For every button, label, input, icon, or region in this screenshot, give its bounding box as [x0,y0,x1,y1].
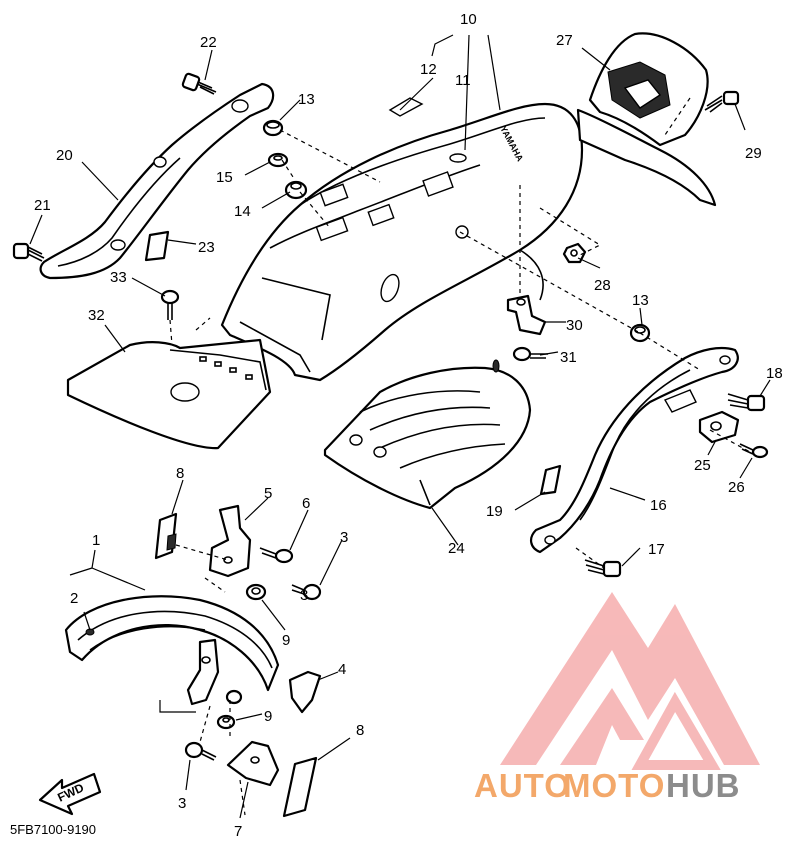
bolt-22 [181,72,217,95]
collar-15 [267,152,289,168]
callout-9-upper: 9 [282,632,290,649]
callout-33: 33 [110,269,127,286]
part-code: 5FB7100-9190 [10,822,96,837]
callout-15: 15 [216,169,233,186]
strip-19 [539,464,562,496]
screw-26 [739,443,769,459]
callout-4: 4 [338,661,346,678]
callout-25: 25 [694,457,711,474]
grab-bar-right [530,346,739,554]
bracket-30 [506,294,547,336]
reflector-8-bottom [282,756,318,818]
watermark-text: AUTO MOTO HUB [474,767,741,804]
fwd-arrow-icon: FWD [38,772,102,816]
bolt-6 [259,547,294,564]
callout-17: 17 [648,541,665,558]
callout-2: 2 [70,590,78,607]
callout-14: 14 [234,203,251,220]
callout-7: 7 [234,823,242,840]
watermark-text-hub: HUB [666,767,741,804]
bolt-33 [160,289,180,320]
callout-9-lower: 9 [264,708,272,725]
callout-6: 6 [302,495,310,512]
callout-1: 1 [92,532,100,549]
callout-19: 19 [486,503,503,520]
callout-11: 11 [455,72,471,89]
bolt-17 [584,559,622,578]
rear-fender-main: YAMAHA [220,102,584,382]
mud-flap-32 [66,338,272,450]
bolt-29 [704,90,740,113]
grommet-14 [284,180,308,200]
alignment-lines [169,97,751,816]
bolt-21 [12,242,45,262]
callout-3: 3 [340,529,348,546]
grab-bar-left [39,82,275,280]
callout-13-top: 13 [298,91,315,108]
watermark-text-moto: MOTO [563,767,665,804]
callout-29: 29 [745,145,762,162]
watermark-text-auto: AUTO [474,767,571,804]
callout-28: 28 [594,277,611,294]
callout-32: 32 [88,307,105,324]
nut-28 [562,242,587,264]
grommet-13-top [262,119,284,137]
leader-lines [29,34,771,819]
callout-18: 18 [766,365,783,382]
callout-8-bottom: 8 [356,722,364,739]
tail-light-27 [576,32,717,207]
strip-23 [144,230,170,262]
callout-12: 12 [420,61,437,78]
callout-24: 24 [448,540,465,557]
callout-5: 5 [264,485,272,502]
callout-10: 10 [460,11,477,28]
bolt-18 [727,393,766,412]
bracket-25 [698,410,740,444]
callout-16: 16 [650,497,667,514]
inner-fender-24 [323,359,532,510]
callout-8-top: 8 [176,465,184,482]
stay-5 [208,504,252,578]
callout-21: 21 [34,197,51,214]
reflector-8-top [154,512,178,560]
callout-3-bolt: 3 [300,587,308,604]
callout-31: 31 [560,349,577,366]
stay-inner [186,638,220,706]
callout-26: 26 [728,479,745,496]
front-fender [64,595,280,692]
bracket-4 [288,670,322,714]
watermark-logo [500,592,760,770]
callout-3-lower: 3 [178,795,186,812]
callout-27: 27 [556,32,573,49]
callout-23: 23 [198,239,215,256]
bolt-3-lower [184,741,217,761]
callout-30: 30 [566,317,583,334]
bolt-3-upper [291,583,322,601]
sticker-12 [388,97,424,117]
callout-22: 22 [200,34,217,51]
stay-7 [226,740,280,787]
callout-13-right: 13 [632,292,649,309]
bolt-31 [512,346,548,362]
washer-9-upper [245,583,267,601]
callout-labels: 1 2 3 3 3 4 5 6 7 8 8 9 9 10 11 12 13 13… [34,11,783,840]
callout-20: 20 [56,147,73,164]
